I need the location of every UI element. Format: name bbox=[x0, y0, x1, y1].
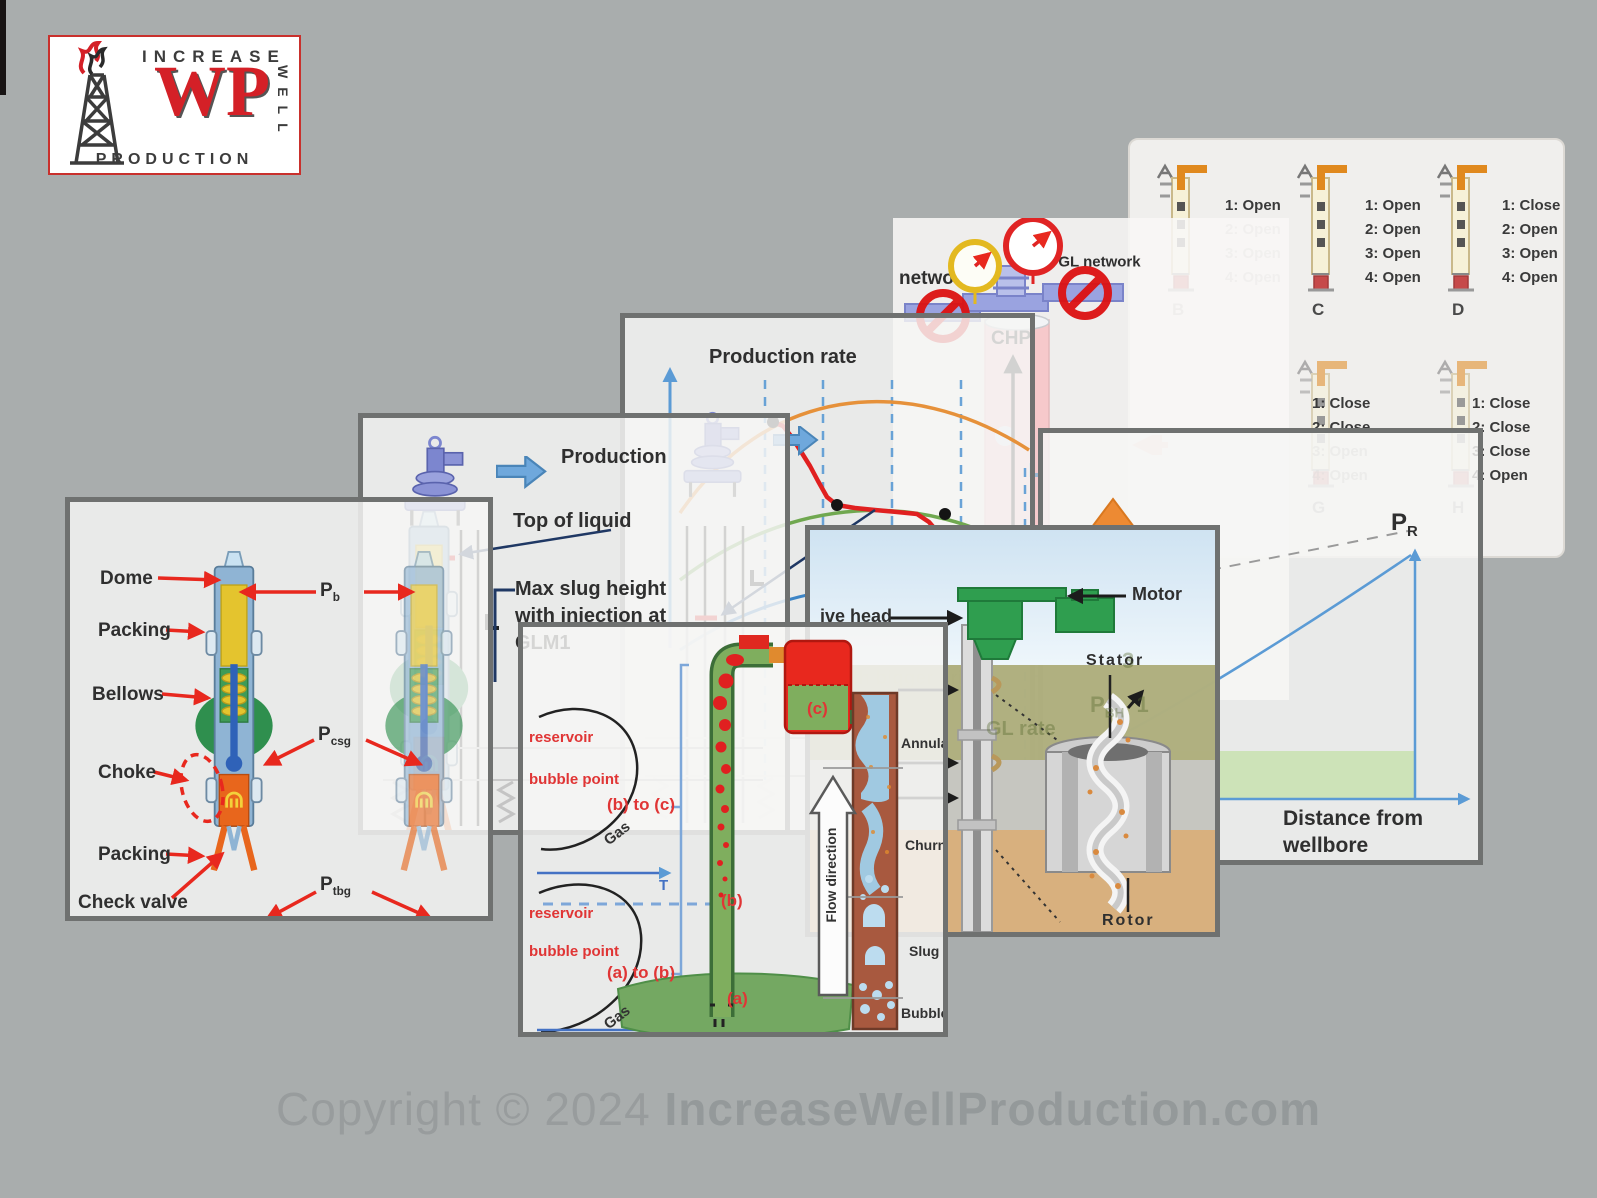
logo-well-text: WELL bbox=[275, 65, 291, 141]
valve-callout-arrows bbox=[153, 570, 434, 916]
edge-strip bbox=[0, 0, 6, 95]
well-c-icon bbox=[1288, 162, 1358, 294]
bubble-point-upper-label: bubble point bbox=[529, 771, 619, 788]
a-to-b-label: (a) to (b) bbox=[607, 963, 675, 982]
well-d-label: D bbox=[1452, 300, 1465, 319]
motor-label: Motor bbox=[1132, 584, 1182, 604]
rate-ylabel: Production rate bbox=[709, 346, 857, 368]
t-axis-label: T bbox=[659, 877, 669, 894]
bubble-point-lower-label: bubble point bbox=[529, 943, 619, 960]
pcp-drawing bbox=[890, 587, 1171, 932]
copyright-brand: IncreaseWellProduction.com bbox=[664, 1083, 1321, 1135]
logo-wp-text: WP bbox=[154, 51, 270, 131]
top-of-liquid-label: Top of liquid bbox=[513, 510, 632, 532]
ghost-glrate-label: GL rate bbox=[986, 718, 1056, 740]
well-c-label: C bbox=[1312, 300, 1325, 319]
regime-annular-label: Annular bbox=[901, 735, 948, 751]
derrick-icon bbox=[70, 73, 124, 165]
packing-lower-label: Packing bbox=[98, 844, 171, 865]
pvt-plots bbox=[537, 635, 903, 1032]
slug-production-arrow bbox=[496, 456, 547, 488]
well-d-icon bbox=[1428, 162, 1498, 294]
production-label: Production bbox=[561, 446, 667, 468]
ghost-three-label: 3 bbox=[1122, 648, 1135, 673]
well-h-status-list: 1: Close 2: Close 3: Close 4: Open bbox=[1472, 395, 1531, 484]
flow-direction-label: Flow direction bbox=[823, 827, 839, 923]
well-d-status-list: 1: Close 2: Open 3: Open 4: Open bbox=[1502, 197, 1561, 286]
ptbg-label: Ptbg bbox=[320, 874, 351, 898]
pb-label: Pb bbox=[320, 580, 340, 604]
pr-label: PR bbox=[1391, 509, 1418, 540]
iwp-logo: INCREASE WP WELL PRODUCTION bbox=[48, 35, 301, 175]
regime-churn-label: Churn bbox=[905, 837, 947, 853]
reservoir-lower-label: reservoir bbox=[529, 905, 594, 922]
panel-flow-regimes: reservoir bubble point reservoir bubble … bbox=[518, 622, 948, 1037]
panel-valve-anatomy: Dome Packing Bellows Choke Packing Check… bbox=[65, 497, 493, 921]
rotor-label: Rotor bbox=[1102, 912, 1155, 929]
logo-increase-text: INCREASE bbox=[142, 47, 286, 66]
drive-head-label: ive head bbox=[820, 606, 893, 626]
pcsg-label: Pcsg bbox=[318, 724, 351, 748]
b-to-c-label: (b) to (c) bbox=[607, 795, 675, 814]
point-b-label: (b) bbox=[721, 891, 743, 910]
check-valve-label: Check valve bbox=[78, 892, 188, 913]
copyright-prefix: Copyright © 2024 bbox=[276, 1083, 665, 1135]
packing-upper-label: Packing bbox=[98, 620, 171, 641]
well-c-status-list: 1: Open 2: Open 3: Open 4: Open bbox=[1365, 197, 1421, 286]
stator-label: Stator bbox=[1086, 652, 1145, 669]
regime-bubble-label: Bubble bbox=[901, 1005, 948, 1021]
regime-slug-label: Slug bbox=[909, 943, 940, 959]
reservoir-upper-label: reservoir bbox=[529, 729, 594, 746]
bellows-label: Bellows bbox=[92, 684, 164, 705]
choke-label: Choke bbox=[98, 762, 157, 783]
point-c-label: (c) bbox=[807, 699, 828, 718]
dome-label: Dome bbox=[100, 568, 153, 589]
point-a-label: (a) bbox=[727, 989, 748, 1008]
logo-production-text: PRODUCTION bbox=[95, 151, 254, 168]
ghost-pbh-label: PBH 1 bbox=[1090, 692, 1149, 721]
flame-icon bbox=[77, 41, 108, 75]
pr-xlabel: Distance from wellbore bbox=[1283, 807, 1424, 858]
copyright-text: Copyright © 2024 IncreaseWellProduction.… bbox=[0, 1082, 1597, 1136]
